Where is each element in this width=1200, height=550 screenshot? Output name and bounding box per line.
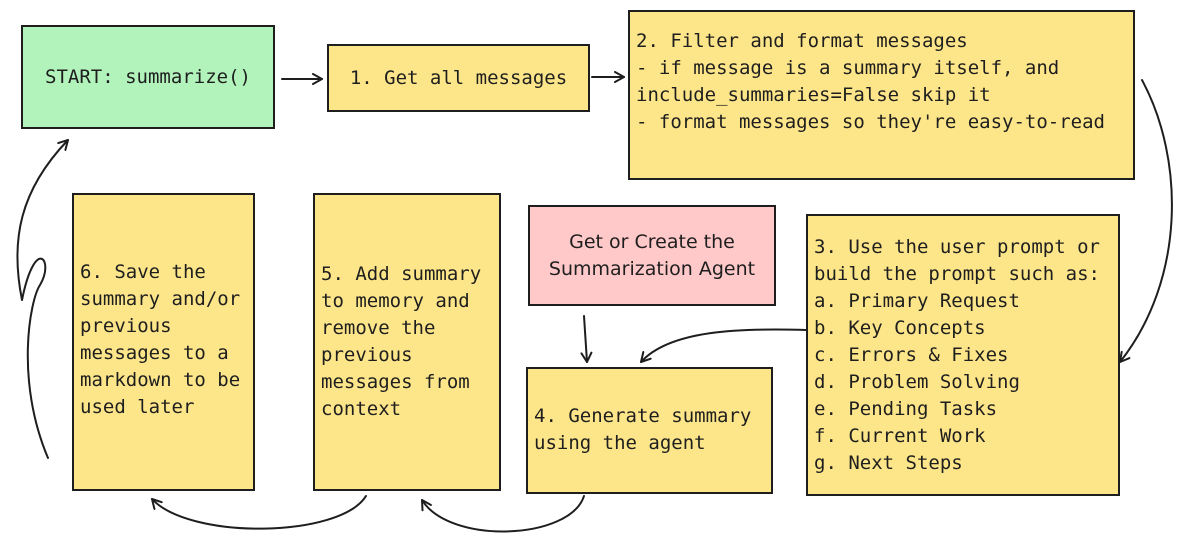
step1-node: 1. Get all messages [327, 44, 590, 112]
step2-line-5: - format messages so they're easy-to-rea… [636, 111, 1105, 133]
step3-node: 3. Use the user prompt or build the prom… [806, 214, 1120, 496]
step4-line-1: 4. Generate summary [534, 405, 752, 427]
step6-line-6: used later [80, 396, 195, 418]
arrow-step3-to-step4 [640, 328, 807, 363]
step3-line-7: e. Pending Tasks [814, 398, 998, 420]
step5-line-4: previous [321, 344, 413, 366]
arrow-step6-to-start [16, 139, 69, 459]
agent-line-1: Get or Create the [569, 230, 735, 253]
step5-line-3: remove the [321, 317, 436, 339]
step3-line-2: build the prompt such as: [814, 263, 1100, 285]
start-node-label: START: summarize() [45, 65, 251, 88]
arrow-step5-to-step6 [151, 495, 367, 530]
step1-node-label: 1. Get all messages [349, 66, 568, 89]
step3-line-8: f. Current Work [814, 425, 986, 447]
step3-line-4: b. Key Concepts [814, 317, 986, 339]
step3-line-3: a. Primary Request [814, 290, 1020, 312]
step2-node: 2. Filter and format messages - if messa… [628, 10, 1135, 180]
step3-line-1: 3. Use the user prompt or [814, 236, 1100, 258]
step5-node: 5. Add summary to memory and remove the … [313, 193, 501, 491]
step2-line-3: - if message is a summary itself, and [636, 57, 1060, 79]
step3-line-6: d. Problem Solving [814, 371, 1020, 393]
step5-line-6: context [321, 398, 402, 420]
step5-line-2: to memory and [321, 290, 470, 312]
step4-node: 4. Generate summary using the agent [526, 367, 773, 494]
step5-line-5: messages from [321, 371, 470, 393]
step6-line-1: 6. Save the [80, 261, 206, 283]
step6-line-2: summary and/or [80, 288, 241, 310]
step6-line-5: markdown to be [80, 369, 241, 391]
arrow-agent-to-step4 [580, 315, 593, 363]
arrow-step2-to-step3 [1119, 79, 1173, 363]
agent-line-2: Summarization Agent [548, 257, 756, 280]
step3-line-9: g. Next Steps [814, 452, 963, 474]
step5-line-1: 5. Add summary [321, 263, 482, 285]
step4-line-2: using the agent [534, 432, 706, 454]
step2-line-1: 2. Filter and format messages [636, 30, 968, 52]
arrow-step4-to-step5 [421, 495, 585, 533]
agent-node: Get or Create the Summarization Agent [528, 205, 776, 306]
step6-line-3: previous [80, 315, 172, 337]
start-node: START: summarize() [21, 25, 275, 129]
step6-node: 6. Save the summary and/or previous mess… [72, 193, 255, 491]
step2-line-4: include_summaries=False skip it [636, 84, 991, 106]
step6-line-4: messages to a [80, 342, 229, 364]
step3-line-5: c. Errors & Fixes [814, 344, 1009, 366]
